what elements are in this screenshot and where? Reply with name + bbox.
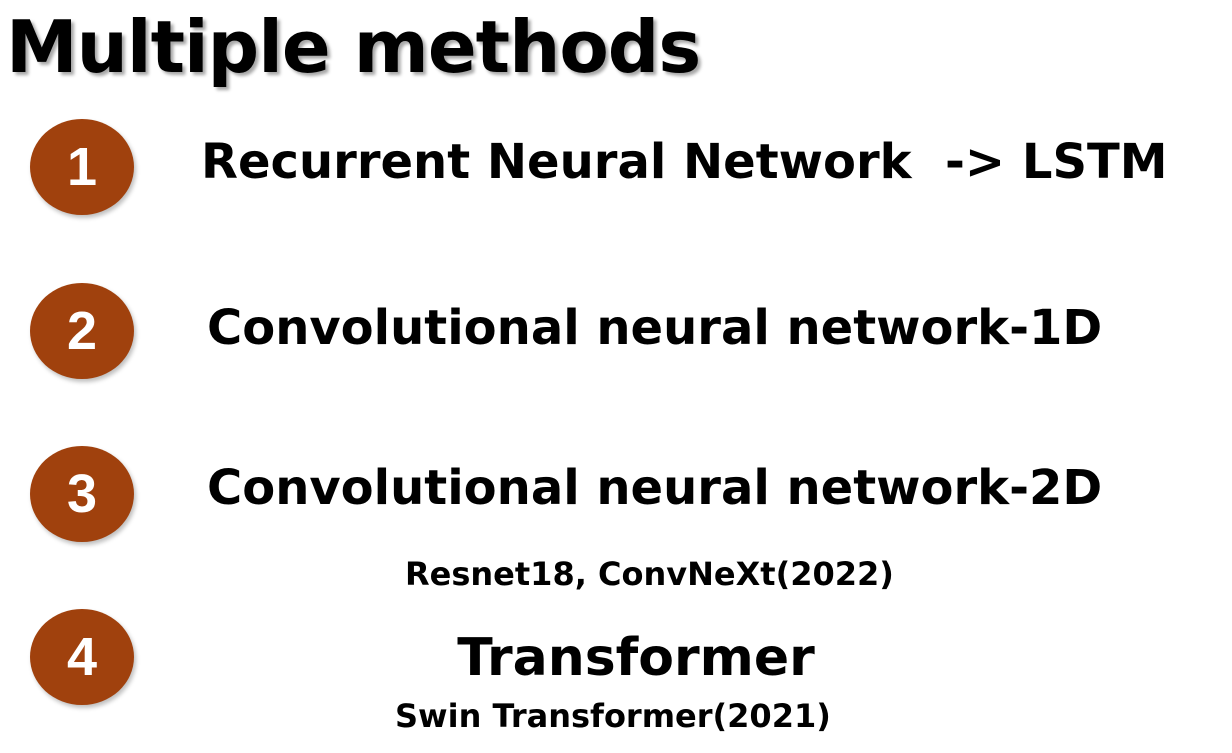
method-label-4: Transformer <box>457 628 815 688</box>
number-badge-2: 2 <box>30 283 134 379</box>
method-label-1: Recurrent Neural Network -> LSTM <box>201 134 1168 190</box>
number-badge-4: 4 <box>30 609 134 705</box>
number-badge-1: 1 <box>30 119 134 215</box>
method-sub-4: Swin Transformer(2021) <box>395 697 831 735</box>
method-label-2: Convolutional neural network-1D <box>207 300 1103 356</box>
method-label-3: Convolutional neural network-2D <box>207 460 1103 516</box>
method-sub-3: Resnet18, ConvNeXt(2022) <box>405 555 894 593</box>
number-badge-3: 3 <box>30 446 134 542</box>
page-title: Multiple methods <box>6 5 701 89</box>
